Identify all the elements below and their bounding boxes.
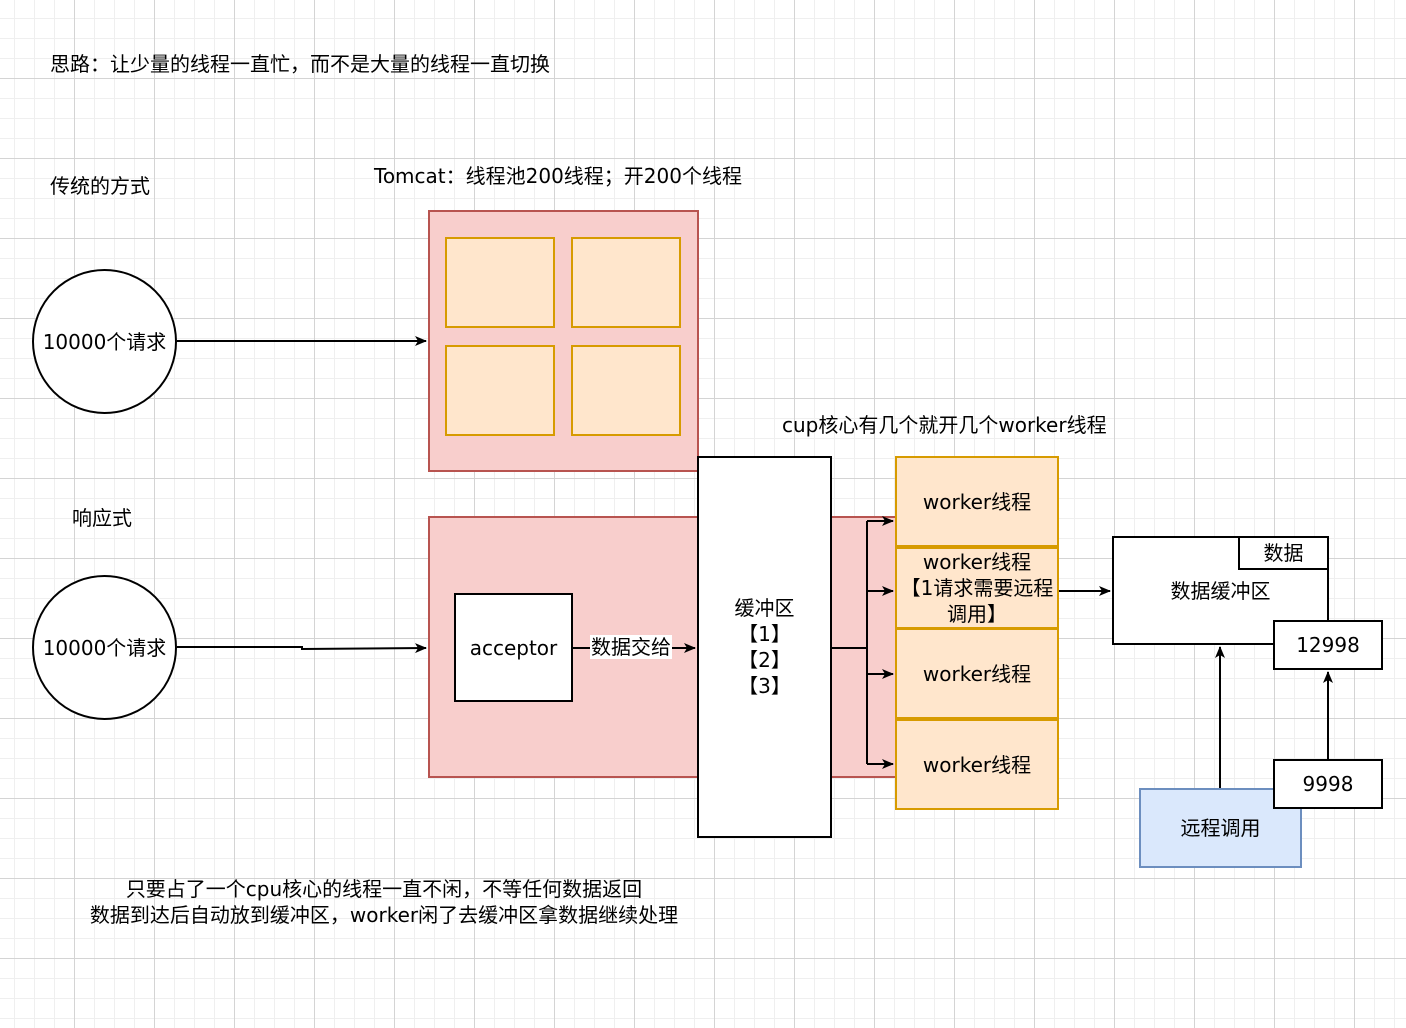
port-12998: 12998 <box>1273 620 1383 670</box>
buffer-item: 【1】 <box>738 622 791 646</box>
buffer-item: 【2】 <box>738 648 791 672</box>
data-tag: 数据 <box>1238 536 1329 570</box>
bottom-note: 只要占了一个cpu核心的线程一直不闲，不等任何数据返回 数据到达后自动放到缓冲区… <box>40 876 728 928</box>
handoff-label: 数据交给 <box>590 635 672 659</box>
buffer-box: 缓冲区 【1】 【2】 【3】 <box>697 456 832 838</box>
acceptor-box: acceptor <box>454 593 573 702</box>
worker-thread-remote: worker线程 【1请求需要远程调用】 <box>895 547 1059 629</box>
worker-thread: worker线程 <box>895 719 1059 810</box>
reactive-label: 响应式 <box>72 506 132 530</box>
request-circle-reactive: 10000个请求 <box>32 575 177 720</box>
tomcat-label: Tomcat：线程池200线程；开200个线程 <box>374 164 742 188</box>
bottom-note-line1: 只要占了一个cpu核心的线程一直不闲，不等任何数据返回 <box>125 877 643 901</box>
worker-thread: worker线程 <box>895 628 1059 719</box>
thread-slot <box>571 345 681 436</box>
port-9998: 9998 <box>1273 759 1383 809</box>
traditional-label: 传统的方式 <box>50 174 150 198</box>
buffer-title: 缓冲区 <box>734 596 795 620</box>
arrow-request-to-reactive <box>177 643 427 654</box>
buffer-item: 【3】 <box>738 674 791 698</box>
thread-slot <box>571 237 681 328</box>
thread-slot <box>445 345 555 436</box>
worker-thread: worker线程 <box>895 456 1059 547</box>
bottom-note-line2: 数据到达后自动放到缓冲区，worker闲了去缓冲区拿数据继续处理 <box>89 903 679 927</box>
worker-header: cup核心有几个就开几个worker线程 <box>782 413 1107 437</box>
request-circle-traditional: 10000个请求 <box>32 269 177 414</box>
top-note: 思路：让少量的线程一直忙，而不是大量的线程一直切换 <box>50 52 550 76</box>
thread-slot <box>445 237 555 328</box>
